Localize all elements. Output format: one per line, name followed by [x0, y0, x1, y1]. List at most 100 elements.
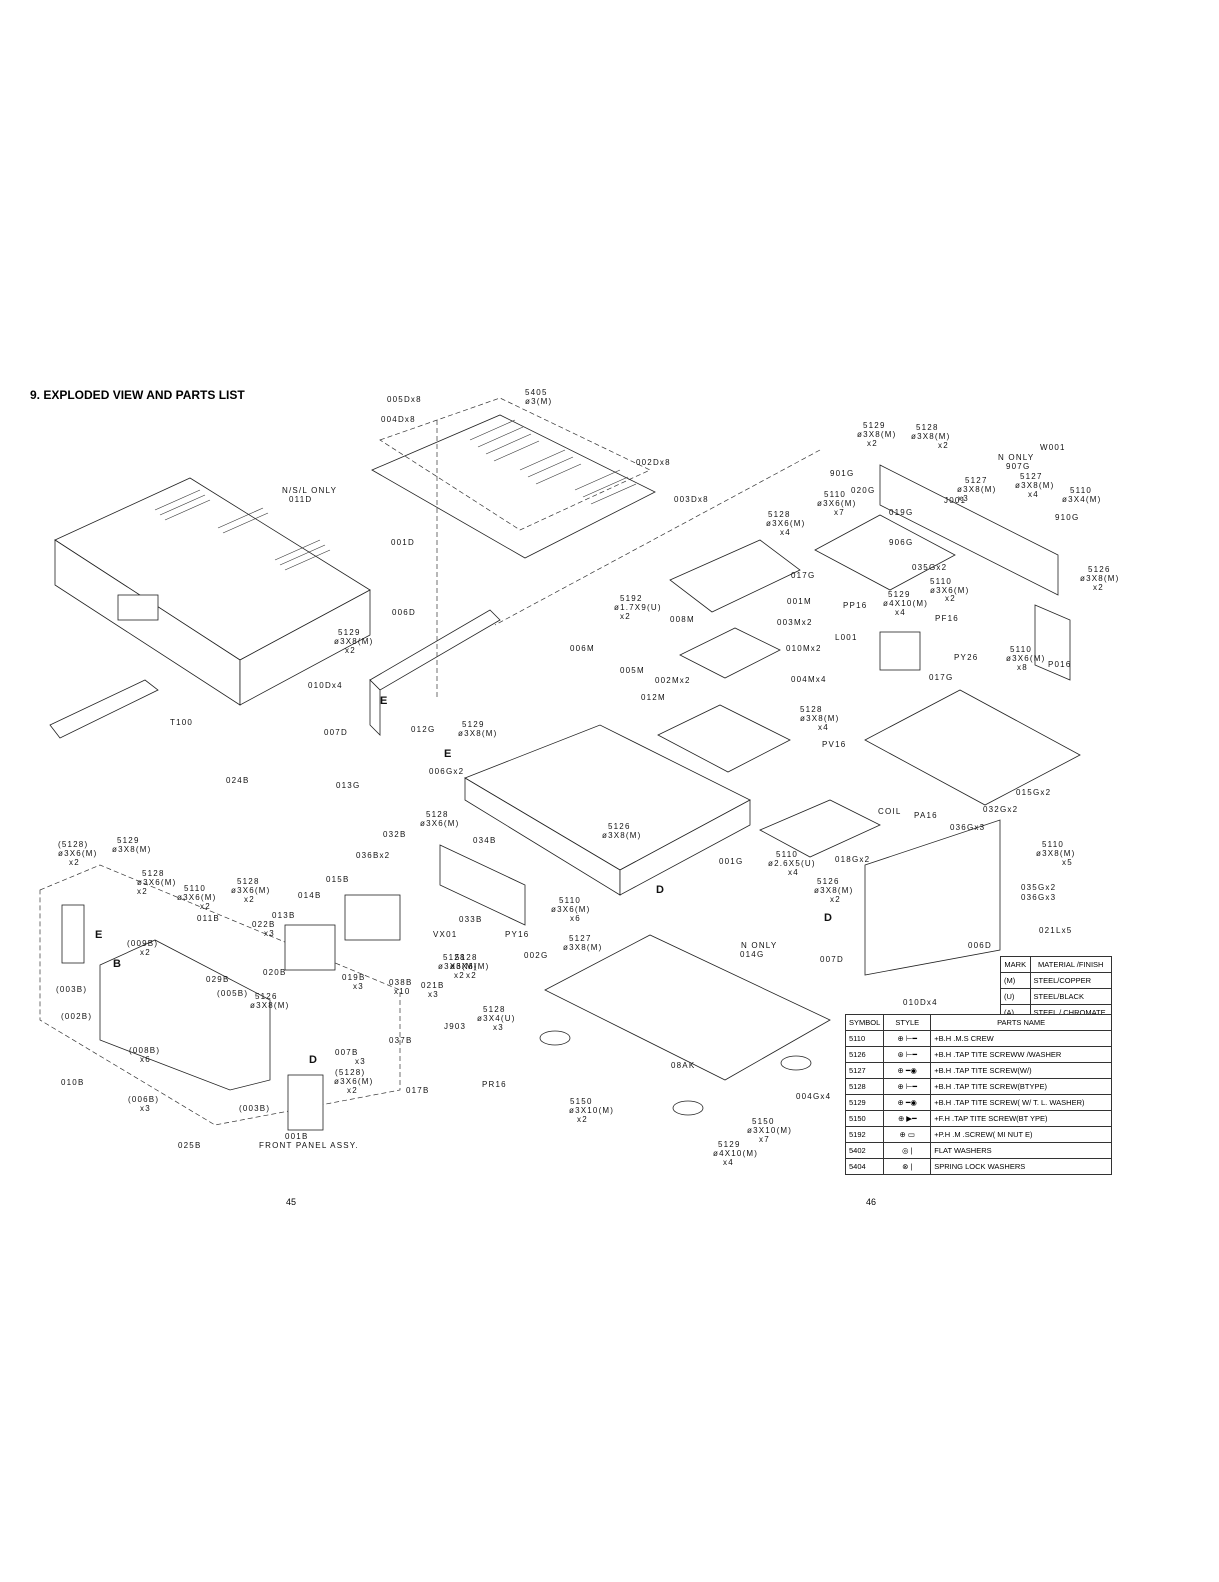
part-label: 036Bx2 [356, 851, 390, 860]
part-label: x3 [428, 990, 439, 999]
part-label: ø3X6(M) [930, 586, 970, 595]
part-label: 022B [252, 920, 275, 929]
part-label: 007D [324, 728, 348, 737]
part-label: L001 [835, 633, 858, 642]
part-label: N ONLY [741, 941, 777, 950]
sym-code: 5110 [844, 1030, 885, 1047]
part-label: 002G [524, 951, 548, 960]
sym-header-style: STYLE [883, 1014, 932, 1031]
part-label: 5127 [965, 476, 988, 485]
section-mark: B [113, 958, 121, 970]
screw-style-icon: ⊕ ━◉ [883, 1062, 932, 1079]
part-label: ø3X8(M) [602, 831, 642, 840]
part-label: ø3X4(M) [1062, 495, 1102, 504]
part-label: 001D [391, 538, 415, 547]
sym-code: 5402 [844, 1142, 885, 1159]
part-label: 5128 [455, 953, 478, 962]
part-label: x2 [945, 594, 956, 603]
part-label: 5110 [559, 896, 581, 905]
part-label: 5129 [888, 590, 911, 599]
sym-parts-name: +B.H .TAP TITE SCREWW /WASHER [930, 1046, 1112, 1063]
part-label: ø3X6(M) [177, 893, 217, 902]
part-label: 014B [298, 891, 321, 900]
part-label: 014G [740, 950, 764, 959]
part-label: 5110 [184, 884, 206, 893]
sym-header-symbol: SYMBOL [844, 1014, 885, 1031]
part-label: ø4X10(M) [713, 1149, 758, 1158]
part-label: 037B [389, 1036, 412, 1045]
part-label: N ONLY [998, 453, 1034, 462]
part-label: x2 [867, 439, 878, 448]
part-label: 015B [326, 875, 349, 884]
part-label: 5128 [237, 877, 260, 886]
part-label: VX01 [433, 930, 457, 939]
part-label: x4 [895, 608, 906, 617]
part-label: 020B [263, 968, 286, 977]
part-label: x5 [1062, 858, 1073, 867]
part-label: (003B) [56, 985, 87, 994]
washer-style-icon: ◎ | [883, 1142, 932, 1159]
part-label: x6 [570, 914, 581, 923]
sym-parts-name: SPRING LOCK WASHERS [930, 1158, 1112, 1175]
part-label: x2 [244, 895, 255, 904]
mat-row-finish: STEEL/BLACK [1029, 988, 1113, 1005]
part-label: ø3X8(M) [250, 1001, 290, 1010]
part-label: 036Gx3 [950, 823, 985, 832]
part-label: ø3X8(M) [334, 637, 374, 646]
part-label: ø3X8(M) [1036, 849, 1076, 858]
part-label: 5129 [338, 628, 361, 637]
sym-code: 5126 [844, 1046, 885, 1063]
part-label: 001B [285, 1132, 308, 1141]
part-label: x2 [577, 1115, 588, 1124]
part-label: 5129 [863, 421, 886, 430]
part-label: 5128 [142, 869, 165, 878]
part-label: x3 [355, 1057, 366, 1066]
part-label: x3 [264, 929, 275, 938]
side-panel [369, 609, 501, 736]
part-label: 008M [670, 615, 695, 624]
part-label: ø3X6(M) [334, 1077, 374, 1086]
symbol-table: SYMBOL STYLE PARTS NAME 5110⊕ ⊢━+B.H .M.… [844, 1014, 1112, 1175]
part-label: 010Mx2 [786, 644, 822, 653]
part-label: 5126 [608, 822, 631, 831]
part-label: x4 [788, 868, 799, 877]
mat-row-mark: (U) [1000, 988, 1031, 1005]
part-label: ø1.7X9(U) [614, 603, 662, 612]
part-label: (003B) [239, 1104, 270, 1113]
part-label: 5126 [255, 992, 278, 1001]
part-label: (006B) [128, 1095, 159, 1104]
chassis [464, 724, 751, 896]
part-label: x3 [958, 494, 969, 503]
part-label: 033B [459, 915, 482, 924]
part-label: ø3X8(M) [857, 430, 897, 439]
part-label: 011D [289, 495, 312, 504]
part-label: 5129 [117, 836, 140, 845]
part-label: (009B) [127, 939, 158, 948]
part-label: 5127 [1020, 472, 1043, 481]
part-label: ø3X6(M) [817, 499, 857, 508]
part-label: 5110 [1070, 486, 1092, 495]
part-label: PV16 [822, 740, 846, 749]
part-label: 004Dx8 [381, 415, 416, 424]
part-label: 5110 [930, 577, 952, 586]
sym-parts-name: +B.H .TAP TITE SCREW(BTYPE) [930, 1078, 1112, 1095]
part-label: N/S/L ONLY [282, 486, 337, 495]
mat-row-finish: STEEL/COPPER [1029, 972, 1113, 989]
top-cover [371, 397, 656, 559]
section-mark: E [380, 695, 387, 707]
section-mark: D [656, 884, 664, 896]
section-mark: D [309, 1054, 317, 1066]
part-label: ø4X10(M) [883, 599, 928, 608]
part-label: J001 [944, 496, 966, 505]
part-label: 035Gx2 [1021, 883, 1056, 892]
part-label: 012M [641, 693, 666, 702]
part-label: ø3X6(M) [766, 519, 806, 528]
part-label: ø3X6(M) [58, 849, 98, 858]
screw-style-icon: ⊕ ⊢━ [883, 1030, 932, 1047]
part-label: ø3X4(U) [477, 1014, 516, 1023]
part-label: x3 [353, 982, 364, 991]
part-label: ø3X8(M) [1015, 481, 1055, 490]
product-view [54, 477, 371, 706]
part-label: J903 [444, 1022, 466, 1031]
